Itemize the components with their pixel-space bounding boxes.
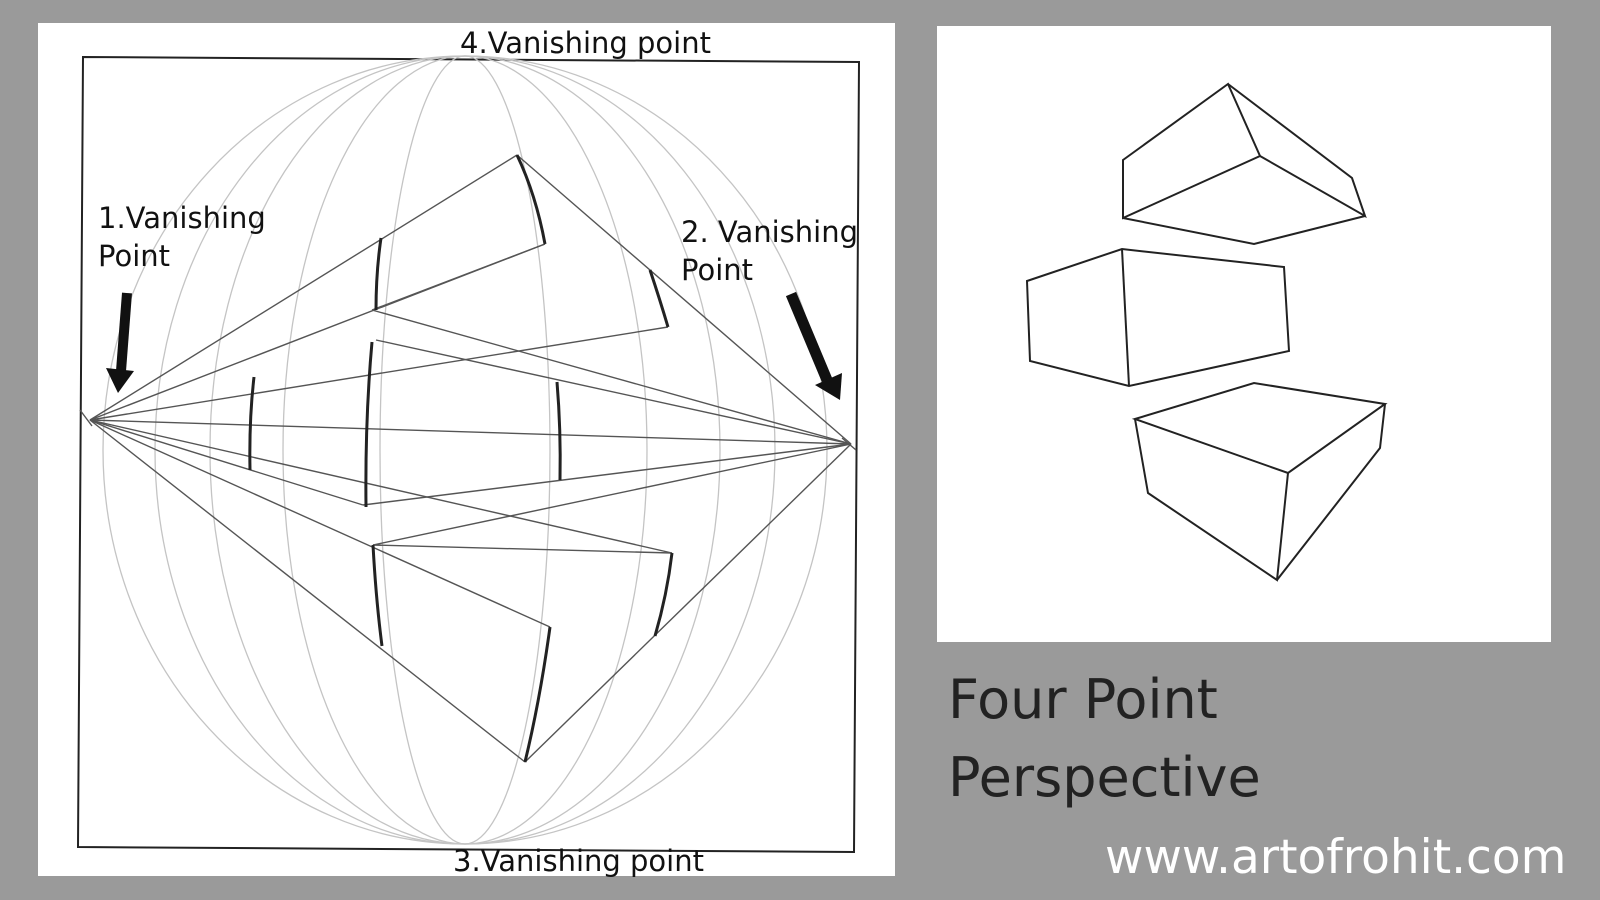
guide-curves — [102, 55, 828, 845]
vp2-label-line2: Point — [681, 253, 754, 287]
diagram-panel — [38, 23, 895, 876]
vp4-label: 4.Vanishing point — [460, 26, 711, 60]
website-url: www.artofrohit.com — [1105, 830, 1567, 885]
arrow-vp2 — [785, 291, 842, 400]
construction-lines — [79, 154, 857, 763]
caption-title-line1: Four Point — [948, 668, 1218, 731]
boxes-panel — [937, 26, 1551, 642]
box-middle — [1025, 247, 1291, 388]
vp1-label: 1.Vanishing — [98, 201, 266, 235]
vp3-label: 3.Vanishing point — [453, 844, 704, 878]
arrow-vp1 — [106, 292, 134, 393]
vp1-label-line2: Point — [98, 239, 171, 273]
vp2-label: 2. Vanishing — [681, 215, 859, 249]
diagram-frame — [76, 55, 861, 854]
box-top — [1122, 82, 1367, 246]
box-verticals — [248, 154, 674, 763]
caption-title-line2: Perspective — [948, 746, 1261, 809]
box-bottom — [1131, 381, 1388, 582]
